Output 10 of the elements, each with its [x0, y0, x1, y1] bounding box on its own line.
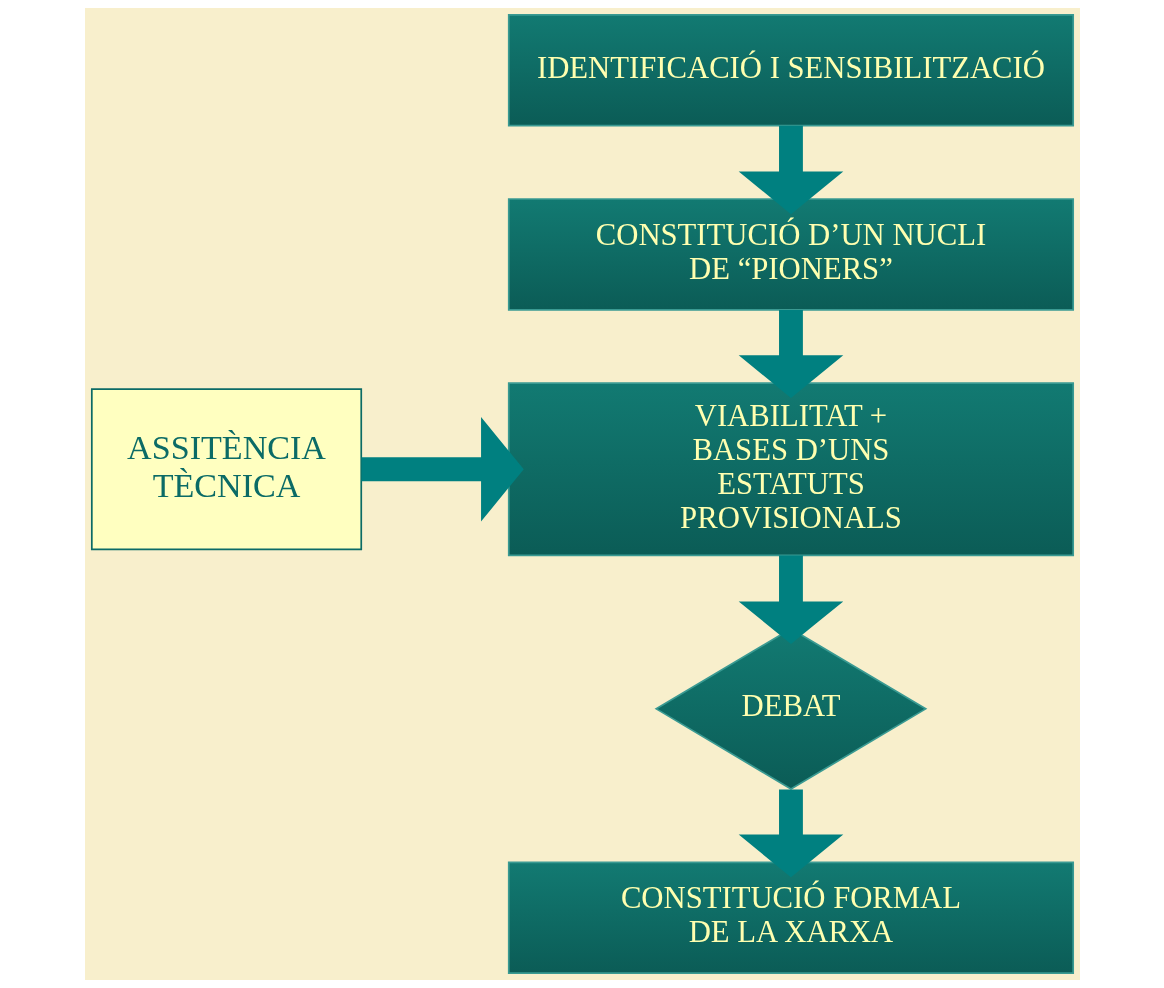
node-box: CONSTITUCIÓ FORMAL DE LA XARXA: [507, 861, 1074, 975]
arrow: [738, 789, 843, 878]
arrow: [738, 555, 843, 645]
arrow: [361, 417, 524, 522]
arrow: [738, 310, 843, 398]
node-box: ASSITÈNCIA TÈCNICA: [90, 388, 362, 551]
arrow: [738, 125, 843, 215]
node-box: VIABILITAT + BASES D’UNS ESTATUTS PROVISIONALS: [507, 382, 1074, 557]
node-box: CONSTITUCIÓ D’UN NUCLI DE “PIONERS”: [507, 198, 1074, 311]
node-box: IDENTIFICACIÓ I SENSIBILITZACIÓ: [507, 13, 1074, 127]
